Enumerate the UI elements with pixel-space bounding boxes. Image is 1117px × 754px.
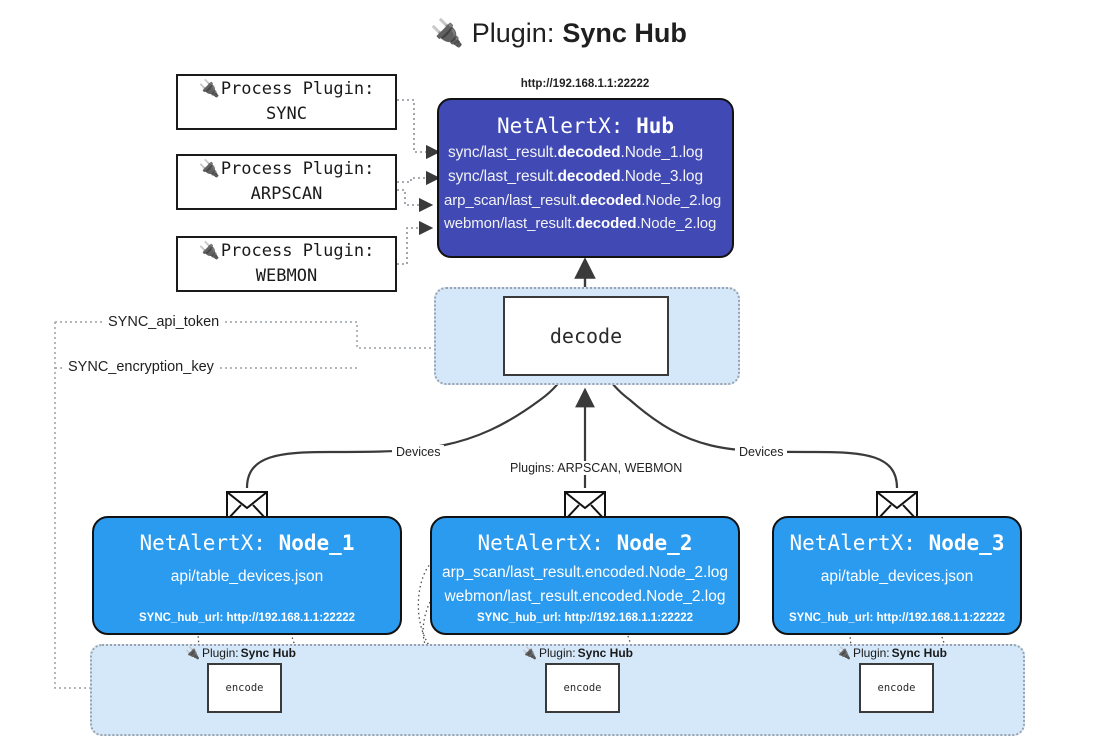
encode-box-1[interactable]: encode <box>207 663 282 713</box>
hub-title-name: Hub <box>636 114 675 138</box>
plug-icon: 🔌 <box>430 18 464 48</box>
node-line: api/table_devices.json <box>820 568 974 585</box>
process-plugin-name: ARPSCAN <box>250 184 323 204</box>
encode-box-2[interactable]: encode <box>545 663 620 713</box>
encoder-plugin-tag: 🔌 Plugin: Sync Hub <box>522 646 633 660</box>
process-plugin-label: Process Plugin: <box>220 159 375 180</box>
node-title-name: Node_1 <box>278 531 355 555</box>
edge-label-devices-left: Devices <box>392 445 445 459</box>
process-plugin-name: WEBMON <box>255 266 318 286</box>
plug-icon: 🔌 <box>522 646 537 660</box>
plug-icon: 🔌 <box>836 646 851 660</box>
process-plugin-label: Process Plugin: <box>220 79 375 100</box>
node-title-prefix: NetAlertX: <box>139 531 266 555</box>
node-title: NetAlertX: Node_1 <box>94 531 400 555</box>
node-title-name: Node_2 <box>616 531 693 555</box>
hub-title-prefix: NetAlertX: <box>496 114 624 138</box>
plug-icon: 🔌 <box>185 646 200 660</box>
hub-title: NetAlertX: Hub <box>439 114 732 138</box>
sync-api-token-label: SYNC_api_token <box>103 314 225 330</box>
edge-label-devices-right: Devices <box>735 445 788 459</box>
node-title: NetAlertX: Node_3 <box>774 531 1020 555</box>
process-plugin-arpscan[interactable]: 🔌Process Plugin: ARPSCAN <box>176 154 397 210</box>
process-plugin-name: SYNC <box>266 104 307 124</box>
process-plugin-sync[interactable]: 🔌Process Plugin: SYNC <box>176 74 397 130</box>
sync-encryption-key-label: SYNC_encryption_key <box>63 359 219 375</box>
decode-box[interactable]: decode <box>503 296 669 376</box>
encode-box-3[interactable]: encode <box>859 663 934 713</box>
hub-log-line: sync/last_result.decoded.Node_1.log <box>448 144 703 161</box>
process-plugin-label: Process Plugin: <box>220 241 375 262</box>
plug-icon: 🔌 <box>198 159 220 180</box>
hub-log-line: arp_scan/last_result.decoded.Node_2.log <box>444 192 722 209</box>
node-title-name: Node_3 <box>928 531 1005 555</box>
node-footer: SYNC_hub_url: http://192.168.1.1:22222 <box>788 612 1006 624</box>
node-title-prefix: NetAlertX: <box>789 531 916 555</box>
node-title: NetAlertX: Node_2 <box>432 531 738 555</box>
hub-log-line: sync/last_result.decoded.Node_3.log <box>448 168 703 185</box>
node-title-prefix: NetAlertX: <box>477 531 604 555</box>
node-line: webmon/last_result.encoded.Node_2.log <box>444 588 726 605</box>
node-2[interactable]: NetAlertX: Node_2 arp_scan/last_result.e… <box>430 516 740 635</box>
node-line: api/table_devices.json <box>170 568 324 585</box>
page-title: 🔌 Plugin: Sync Hub <box>0 18 1117 49</box>
node-3[interactable]: NetAlertX: Node_3 api/table_devices.json… <box>772 516 1022 635</box>
page-title-name: Sync Hub <box>562 18 687 48</box>
page-title-prefix: Plugin: <box>471 18 555 48</box>
plug-icon: 🔌 <box>198 79 220 100</box>
edge-label-plugins: Plugins: ARPSCAN, WEBMON <box>506 461 687 475</box>
encoder-plugin-tag: 🔌 Plugin: Sync Hub <box>185 646 296 660</box>
node-line: arp_scan/last_result.encoded.Node_2.log <box>441 564 729 581</box>
hub-node[interactable]: NetAlertX: Hub sync/last_result.decoded.… <box>437 98 734 258</box>
encoder-plugin-tag: 🔌 Plugin: Sync Hub <box>836 646 947 660</box>
node-footer: SYNC_hub_url: http://192.168.1.1:22222 <box>138 612 356 624</box>
hub-url-label: http://192.168.1.1:22222 <box>520 78 650 90</box>
process-plugin-webmon[interactable]: 🔌Process Plugin: WEBMON <box>176 236 397 292</box>
hub-log-line: webmon/last_result.decoded.Node_2.log <box>444 215 717 232</box>
plug-icon: 🔌 <box>198 241 220 262</box>
node-1[interactable]: NetAlertX: Node_1 api/table_devices.json… <box>92 516 402 635</box>
node-footer: SYNC_hub_url: http://192.168.1.1:22222 <box>476 612 694 624</box>
